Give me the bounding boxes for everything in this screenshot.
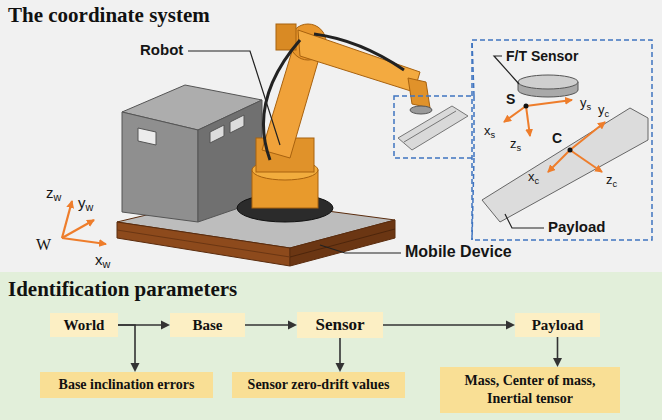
label-anchor: W	[36, 236, 51, 254]
part-label: Robot	[140, 41, 183, 58]
box-label: Payload	[524, 316, 591, 334]
label-anchor: F/T Sensor	[506, 47, 578, 65]
origin-dot	[524, 104, 529, 109]
parameter-box: Base	[170, 313, 245, 337]
sensor-puck	[518, 75, 578, 97]
axis-label: yc	[598, 103, 609, 119]
arrow-head	[553, 358, 562, 367]
part-label: C	[552, 130, 562, 146]
label-anchor: zc	[606, 170, 617, 189]
subscript: w	[103, 258, 111, 270]
arrow-head	[336, 363, 345, 372]
part-label: Payload	[548, 218, 606, 235]
part-label: F/T Sensor	[506, 48, 578, 64]
part-label: S	[506, 91, 515, 107]
box-label: Base	[179, 316, 236, 334]
arrow-head	[506, 321, 515, 330]
connector-arrow	[245, 321, 297, 330]
connector-line	[245, 324, 291, 326]
connector-arrow	[118, 325, 140, 372]
leader-lines	[188, 51, 401, 253]
robot-arm	[237, 24, 468, 222]
arrow-head	[161, 321, 170, 330]
section-band: Identification parametersWorldBaseSensor…	[0, 272, 662, 420]
subscript: c	[613, 179, 618, 189]
connector-line	[557, 337, 559, 361]
box-label: Sensor zero-drift values	[241, 375, 396, 395]
box-label: World	[59, 316, 109, 334]
part-label: W	[36, 236, 51, 254]
connector-arrow	[336, 338, 345, 372]
subscript: s	[491, 130, 496, 140]
label-anchor: Payload	[548, 218, 606, 236]
label-anchor: S	[506, 90, 515, 108]
payload-shape	[482, 108, 648, 222]
box-label: Sensor	[306, 315, 374, 335]
subscript: s	[517, 143, 522, 153]
section-heading: The coordinate system	[8, 3, 210, 27]
box-label: Base inclination errors	[49, 375, 204, 395]
label-anchor: Robot	[140, 41, 183, 59]
parameter-box: Sensor	[297, 312, 383, 338]
label-layer: Robot F/T SensorSys xszs Cyc xc zcPayloadMobi…	[0, 0, 662, 272]
connector-line	[118, 325, 135, 366]
label-anchor: yc	[598, 100, 609, 119]
axis-label: yw	[78, 194, 93, 213]
label-anchor: zw	[46, 184, 61, 203]
arrow-head	[131, 363, 140, 372]
subscript: w	[54, 191, 62, 203]
inset-leaders	[494, 56, 544, 228]
section-heading: Identification parameters	[8, 277, 237, 301]
parameter-box: World	[50, 313, 118, 337]
cabinet	[122, 85, 262, 222]
label-anchor: zs	[510, 134, 521, 153]
label-anchor: xc	[528, 167, 539, 186]
connector-arrow	[553, 337, 562, 367]
axis-label: zs	[510, 137, 521, 153]
parameter-box: Base inclination errors	[40, 372, 213, 398]
label-anchor: ys	[580, 93, 591, 112]
inset-frame	[394, 40, 652, 240]
label-anchor: C	[552, 129, 562, 147]
parameter-box: Sensor zero-drift values	[232, 372, 405, 398]
axis-label: xs	[484, 124, 495, 140]
subscript: s	[587, 102, 592, 112]
connector-line	[339, 338, 341, 366]
axis-label: zw	[46, 184, 61, 203]
label-anchor: Mobile Device	[405, 243, 512, 261]
subscript: c	[535, 176, 540, 186]
connector-line	[383, 324, 509, 326]
axis-label: zc	[606, 173, 617, 189]
box-label: Mass, Center of mass, Inertial tensor	[448, 372, 612, 408]
label-anchor: yw	[78, 194, 93, 213]
origin-dot	[568, 148, 573, 153]
label-anchor: xw	[95, 251, 110, 270]
subscript: w	[86, 201, 94, 213]
label-anchor: xs	[484, 121, 495, 140]
axis-label: ys	[580, 96, 591, 112]
part-label: Mobile Device	[405, 243, 512, 261]
parameter-box: Payload	[515, 313, 600, 337]
parameter-box: Mass, Center of mass, Inertial tensor	[440, 367, 620, 413]
axis-label: xc	[528, 170, 539, 186]
arrow-head	[288, 321, 297, 330]
connector-arrow	[383, 321, 515, 330]
subscript: c	[605, 109, 610, 119]
frame-axes	[504, 100, 605, 172]
axis-label: xw	[95, 251, 110, 270]
